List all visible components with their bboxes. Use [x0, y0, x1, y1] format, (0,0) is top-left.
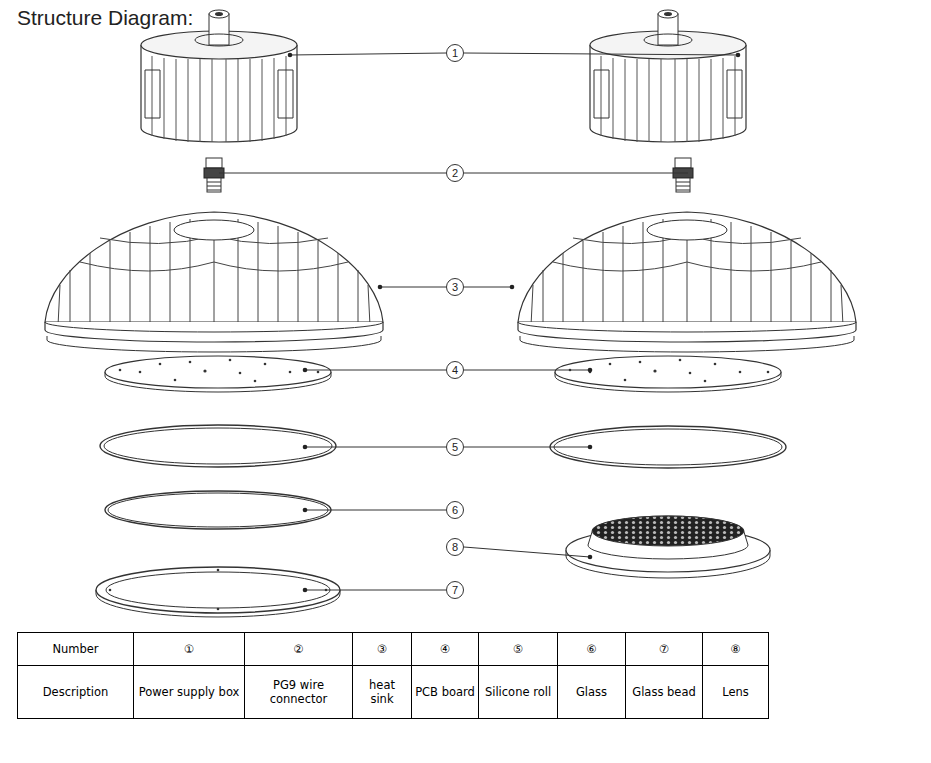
table-cell: ⑤: [479, 633, 558, 666]
table-cell: ④: [412, 633, 479, 666]
callout-text: 4: [452, 365, 458, 376]
table-text: ④: [440, 642, 450, 656]
table-cell: ⑧: [703, 633, 769, 666]
table-text: PCB board: [415, 685, 475, 699]
table-text: ①: [184, 642, 194, 656]
table-cell: PCB board: [412, 666, 479, 719]
table-cell: heat sink: [353, 666, 412, 719]
callout-number: 3: [446, 278, 464, 296]
table-text: ⑧: [730, 642, 740, 656]
table-text: Silicone roll: [485, 685, 551, 699]
callout-text: 6: [452, 505, 458, 516]
callout-text: 5: [452, 442, 458, 453]
table-cell: Description: [18, 666, 134, 719]
table-text: Description: [43, 685, 109, 699]
table-text: ⑤: [513, 642, 523, 656]
callout-number: 1: [446, 44, 464, 62]
callout-number: 6: [446, 501, 464, 519]
table-cell: PG9 wire connector: [245, 666, 353, 719]
callout-text: 1: [452, 48, 458, 59]
table-text: Power supply box: [139, 685, 240, 699]
callout-number: 7: [446, 581, 464, 599]
parts-table: Number ① ② ③ ④ ⑤ ⑥ ⑦ ⑧ Description Power supply bo…: [17, 632, 769, 719]
table-cell: Lens: [703, 666, 769, 719]
table-cell: Glass: [558, 666, 626, 719]
table-cell: ⑥: [558, 633, 626, 666]
table-cell: ①: [134, 633, 245, 666]
table-text: heat sink: [369, 678, 395, 706]
callout-number: 5: [446, 438, 464, 456]
table-text: Glass bead: [632, 685, 696, 699]
table-text: Lens: [722, 685, 749, 699]
table-text: ⑥: [586, 642, 596, 656]
callout-text: 7: [452, 585, 458, 596]
table-text: ⑦: [659, 642, 669, 656]
table-cell: ②: [245, 633, 353, 666]
diagram-title: Structure Diagram:: [17, 6, 193, 30]
table-row: Description Power supply box PG9 wire conn…: [18, 666, 769, 719]
callout-number: 2: [446, 164, 464, 182]
parts-table-body: Number ① ② ③ ④ ⑤ ⑥ ⑦ ⑧ Description Power supply bo…: [18, 633, 769, 719]
callout-text: 2: [452, 168, 458, 179]
table-cell: ③: [353, 633, 412, 666]
table-cell: ⑦: [626, 633, 703, 666]
callout-text: 8: [452, 542, 458, 553]
table-text: Glass: [576, 685, 607, 699]
callout-number: 8: [446, 538, 464, 556]
table-text: ③: [377, 642, 387, 656]
table-cell: Silicone roll: [479, 666, 558, 719]
table-cell: Power supply box: [134, 666, 245, 719]
callout-number: 4: [446, 361, 464, 379]
table-row: Number ① ② ③ ④ ⑤ ⑥ ⑦ ⑧: [18, 633, 769, 666]
callout-text: 3: [452, 282, 458, 293]
table-cell: Glass bead: [626, 666, 703, 719]
table-text: ②: [293, 642, 303, 656]
table-text: PG9 wire connector: [270, 678, 328, 706]
table-text: Number: [52, 642, 98, 656]
table-cell: Number: [18, 633, 134, 666]
